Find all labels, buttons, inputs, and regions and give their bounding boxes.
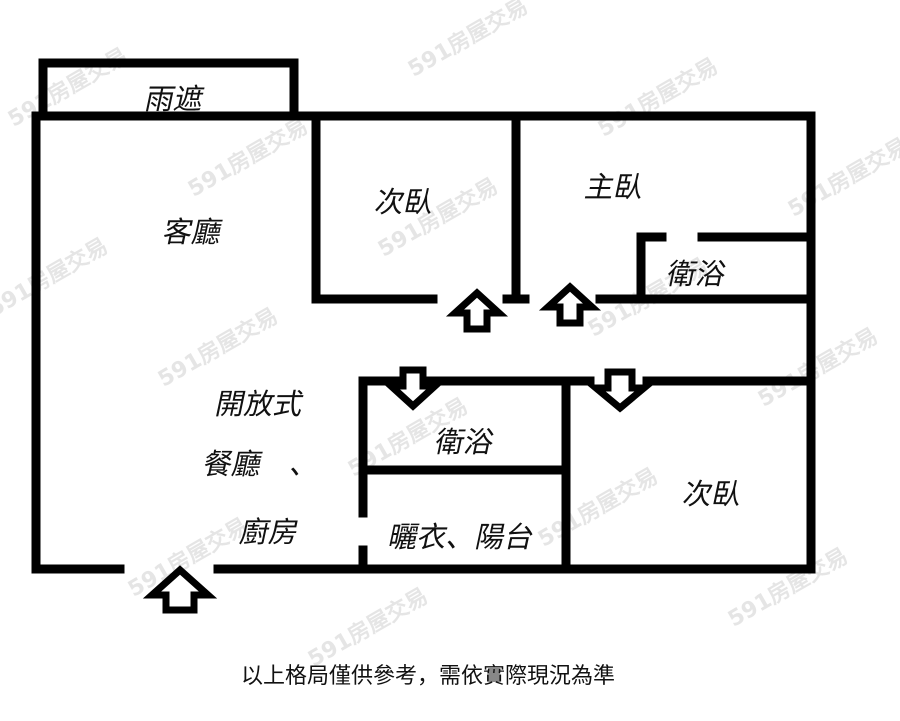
entrance-arrow-up-icon (142, 565, 218, 614)
door-arrow-down-icon (381, 366, 445, 411)
label-balcony: 曬衣、陽台 (385, 520, 538, 554)
caption: 以上格局僅供參考，需依實際現況為準 (240, 664, 616, 689)
label-dining: 餐廳 、 (199, 447, 324, 481)
label-open-space: 開放式 (212, 387, 307, 421)
door-arrow-up-icon (538, 282, 602, 327)
label-master-bedroom: 主臥 (581, 170, 648, 204)
label-bedroom-bottom: 次臥 (679, 477, 746, 511)
label-bedroom-top: 次臥 (371, 185, 438, 219)
label-master-bath: 衛浴 (663, 257, 730, 291)
label-living-room: 客廳 (159, 215, 226, 249)
door-arrow-down-icon (586, 368, 654, 413)
door-arrow-up-icon (445, 288, 509, 333)
label-bath: 衛浴 (431, 425, 498, 459)
canopy-wall (38, 58, 299, 117)
label-canopy: 雨遮 (141, 82, 208, 116)
label-kitchen: 廚房 (236, 515, 303, 549)
